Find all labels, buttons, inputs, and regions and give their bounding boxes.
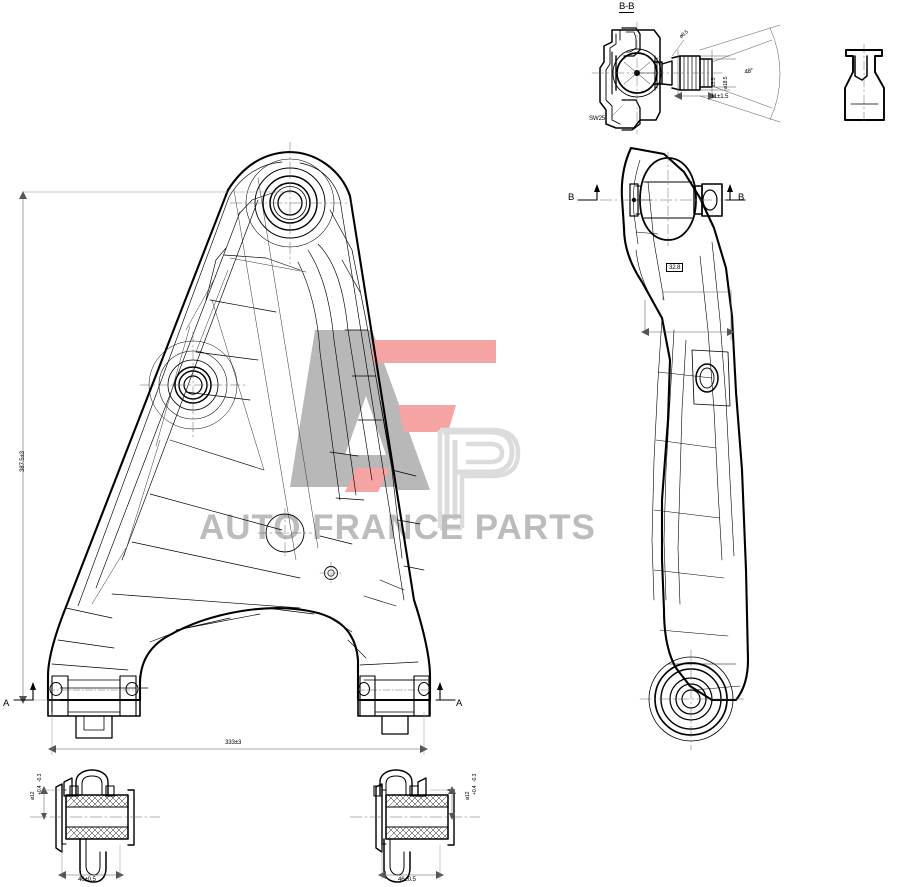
section-label-a-right: A [456, 698, 463, 709]
side-view-pivot [691, 349, 731, 407]
section-marker-a-left [13, 682, 36, 701]
dimension-side-thickness: 32.8 [666, 263, 684, 273]
main-view-dimensions [19, 191, 428, 756]
dimension-thread-length: 11±1.5 [711, 93, 729, 100]
section-b-b-geometry [591, 21, 781, 135]
dimension-bush-bore-left: ø12 [30, 791, 36, 800]
section-marker-a-right [435, 682, 456, 701]
dimension-bush-width-left: 46±0.5 [78, 876, 96, 883]
section-marker-b-right [725, 184, 746, 201]
dimension-bush-tol-left-lower: -0.3 [37, 773, 43, 782]
section-label-b-left: B [568, 192, 575, 203]
section-label-a-left: A [3, 698, 10, 709]
section-title-b-b: B-B [619, 1, 635, 13]
boot-detail-geometry [844, 43, 885, 125]
section-a-a-right-geometry [349, 769, 481, 883]
dimension-bush-bore-right: ø12 [465, 791, 471, 800]
section-label-b-right: B [738, 192, 745, 203]
upper-bushing-centerlines [229, 141, 353, 265]
ball-joint-centerlines [257, 507, 313, 559]
dimension-height-overall: 387.5±3 [19, 451, 26, 472]
dimension-bush-tol-right-lower: -0.3 [472, 773, 478, 782]
dimension-bush-tol-left-upper: +0.4 [37, 785, 43, 795]
dimension-taper-height: 15.5 [711, 77, 717, 87]
side-bushing-centerlines [639, 649, 745, 751]
dimension-bush-tol-right-upper: +0.4 [472, 785, 478, 795]
rivet-centerlines [319, 561, 343, 585]
left-bush-end [47, 675, 141, 739]
section-marker-b-left [577, 184, 600, 201]
dimension-bush-width-right: 46±0.5 [398, 876, 416, 883]
dimension-cone-angle: 48° [743, 67, 754, 76]
section-a-a-left-geometry [29, 769, 161, 883]
label-hex-size: SW25 [589, 115, 606, 122]
dimension-taper-diameter: ø18.5 [723, 76, 729, 89]
dimension-width-overall: 333±3 [225, 739, 242, 746]
control-arm-side-view [599, 146, 750, 751]
dimension-pin-diameter: ø8.5 [678, 29, 690, 40]
right-bush-end [357, 675, 431, 735]
side-view-thickness-dimension [641, 289, 735, 341]
